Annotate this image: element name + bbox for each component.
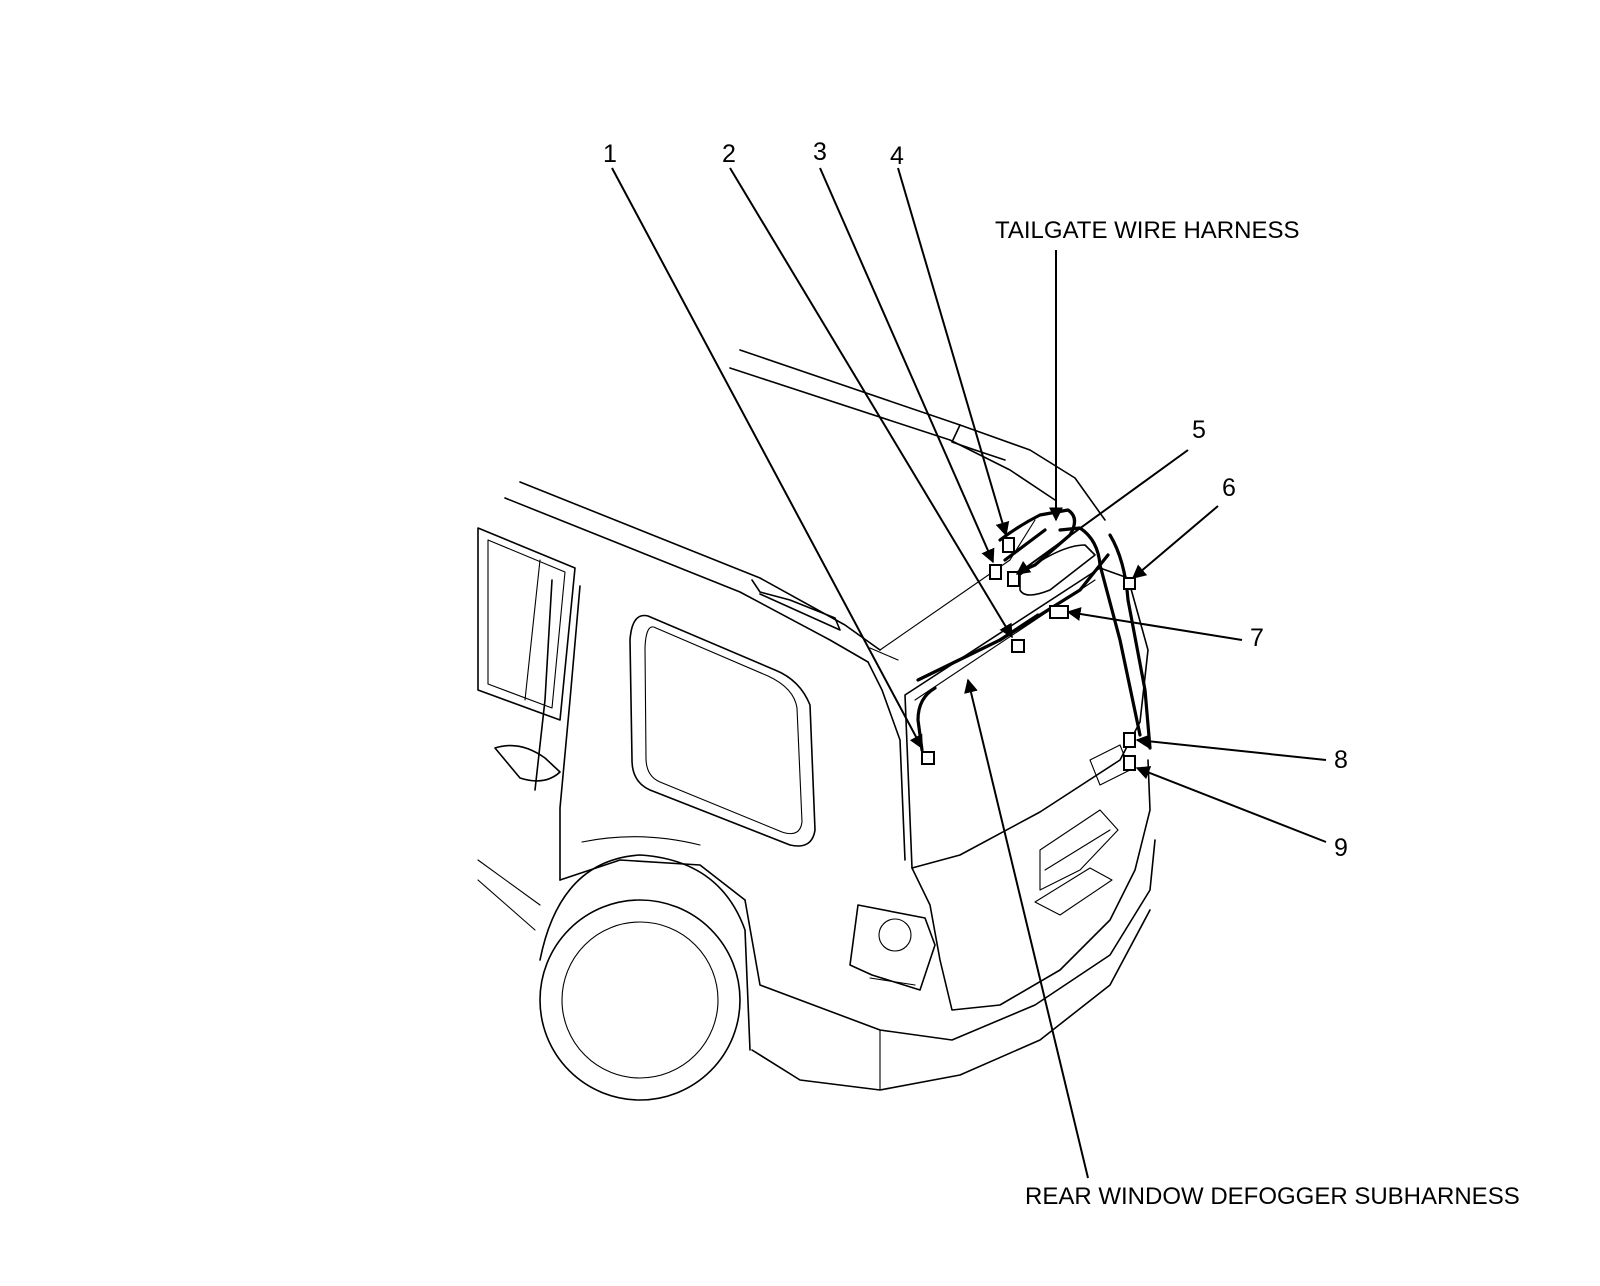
connector-5 <box>1007 571 1020 587</box>
callout-7: 7 <box>1250 624 1264 652</box>
connectors <box>921 537 1136 771</box>
callout-6: 6 <box>1222 474 1236 502</box>
connector-3 <box>989 564 1002 580</box>
label-rear-window-defogger-subharness: REAR WINDOW DEFOGGER SUBHARNESS <box>1025 1183 1520 1210</box>
leader-7 <box>1066 607 1243 641</box>
label-tailgate-wire-harness: TAILGATE WIRE HARNESS <box>995 217 1300 244</box>
connector-6 <box>1123 577 1136 590</box>
connector-9 <box>1123 755 1136 771</box>
leader-1 <box>611 167 923 750</box>
connector-8 <box>1123 732 1136 748</box>
callout-9: 9 <box>1334 834 1348 862</box>
connector-4 <box>1002 537 1015 553</box>
leader-4 <box>897 167 1010 537</box>
connector-1 <box>921 751 935 765</box>
callout-2: 2 <box>722 140 736 168</box>
callout-3: 3 <box>813 138 827 166</box>
connector-7 <box>1049 605 1069 619</box>
leader-2 <box>729 167 1013 639</box>
leader-8 <box>1135 734 1327 761</box>
callout-4: 4 <box>890 142 904 170</box>
leader-3 <box>819 167 995 564</box>
vehicle-outline <box>477 349 1156 1101</box>
part-labels: TAILGATE WIRE HARNESS REAR WINDOW DEFOGG… <box>995 217 1520 1210</box>
harness-wires <box>916 508 1152 752</box>
leader-defogger-subharness <box>964 678 1089 1179</box>
callout-5: 5 <box>1192 416 1206 444</box>
leader-9 <box>1135 766 1327 843</box>
callout-numbers: 1 2 3 4 5 6 7 8 9 <box>603 138 1348 862</box>
leader-lines <box>611 167 1327 1179</box>
callout-1: 1 <box>603 140 617 168</box>
callout-8: 8 <box>1334 746 1348 774</box>
leader-5 <box>1015 449 1189 575</box>
connector-2 <box>1011 639 1025 653</box>
leader-6 <box>1131 505 1219 579</box>
